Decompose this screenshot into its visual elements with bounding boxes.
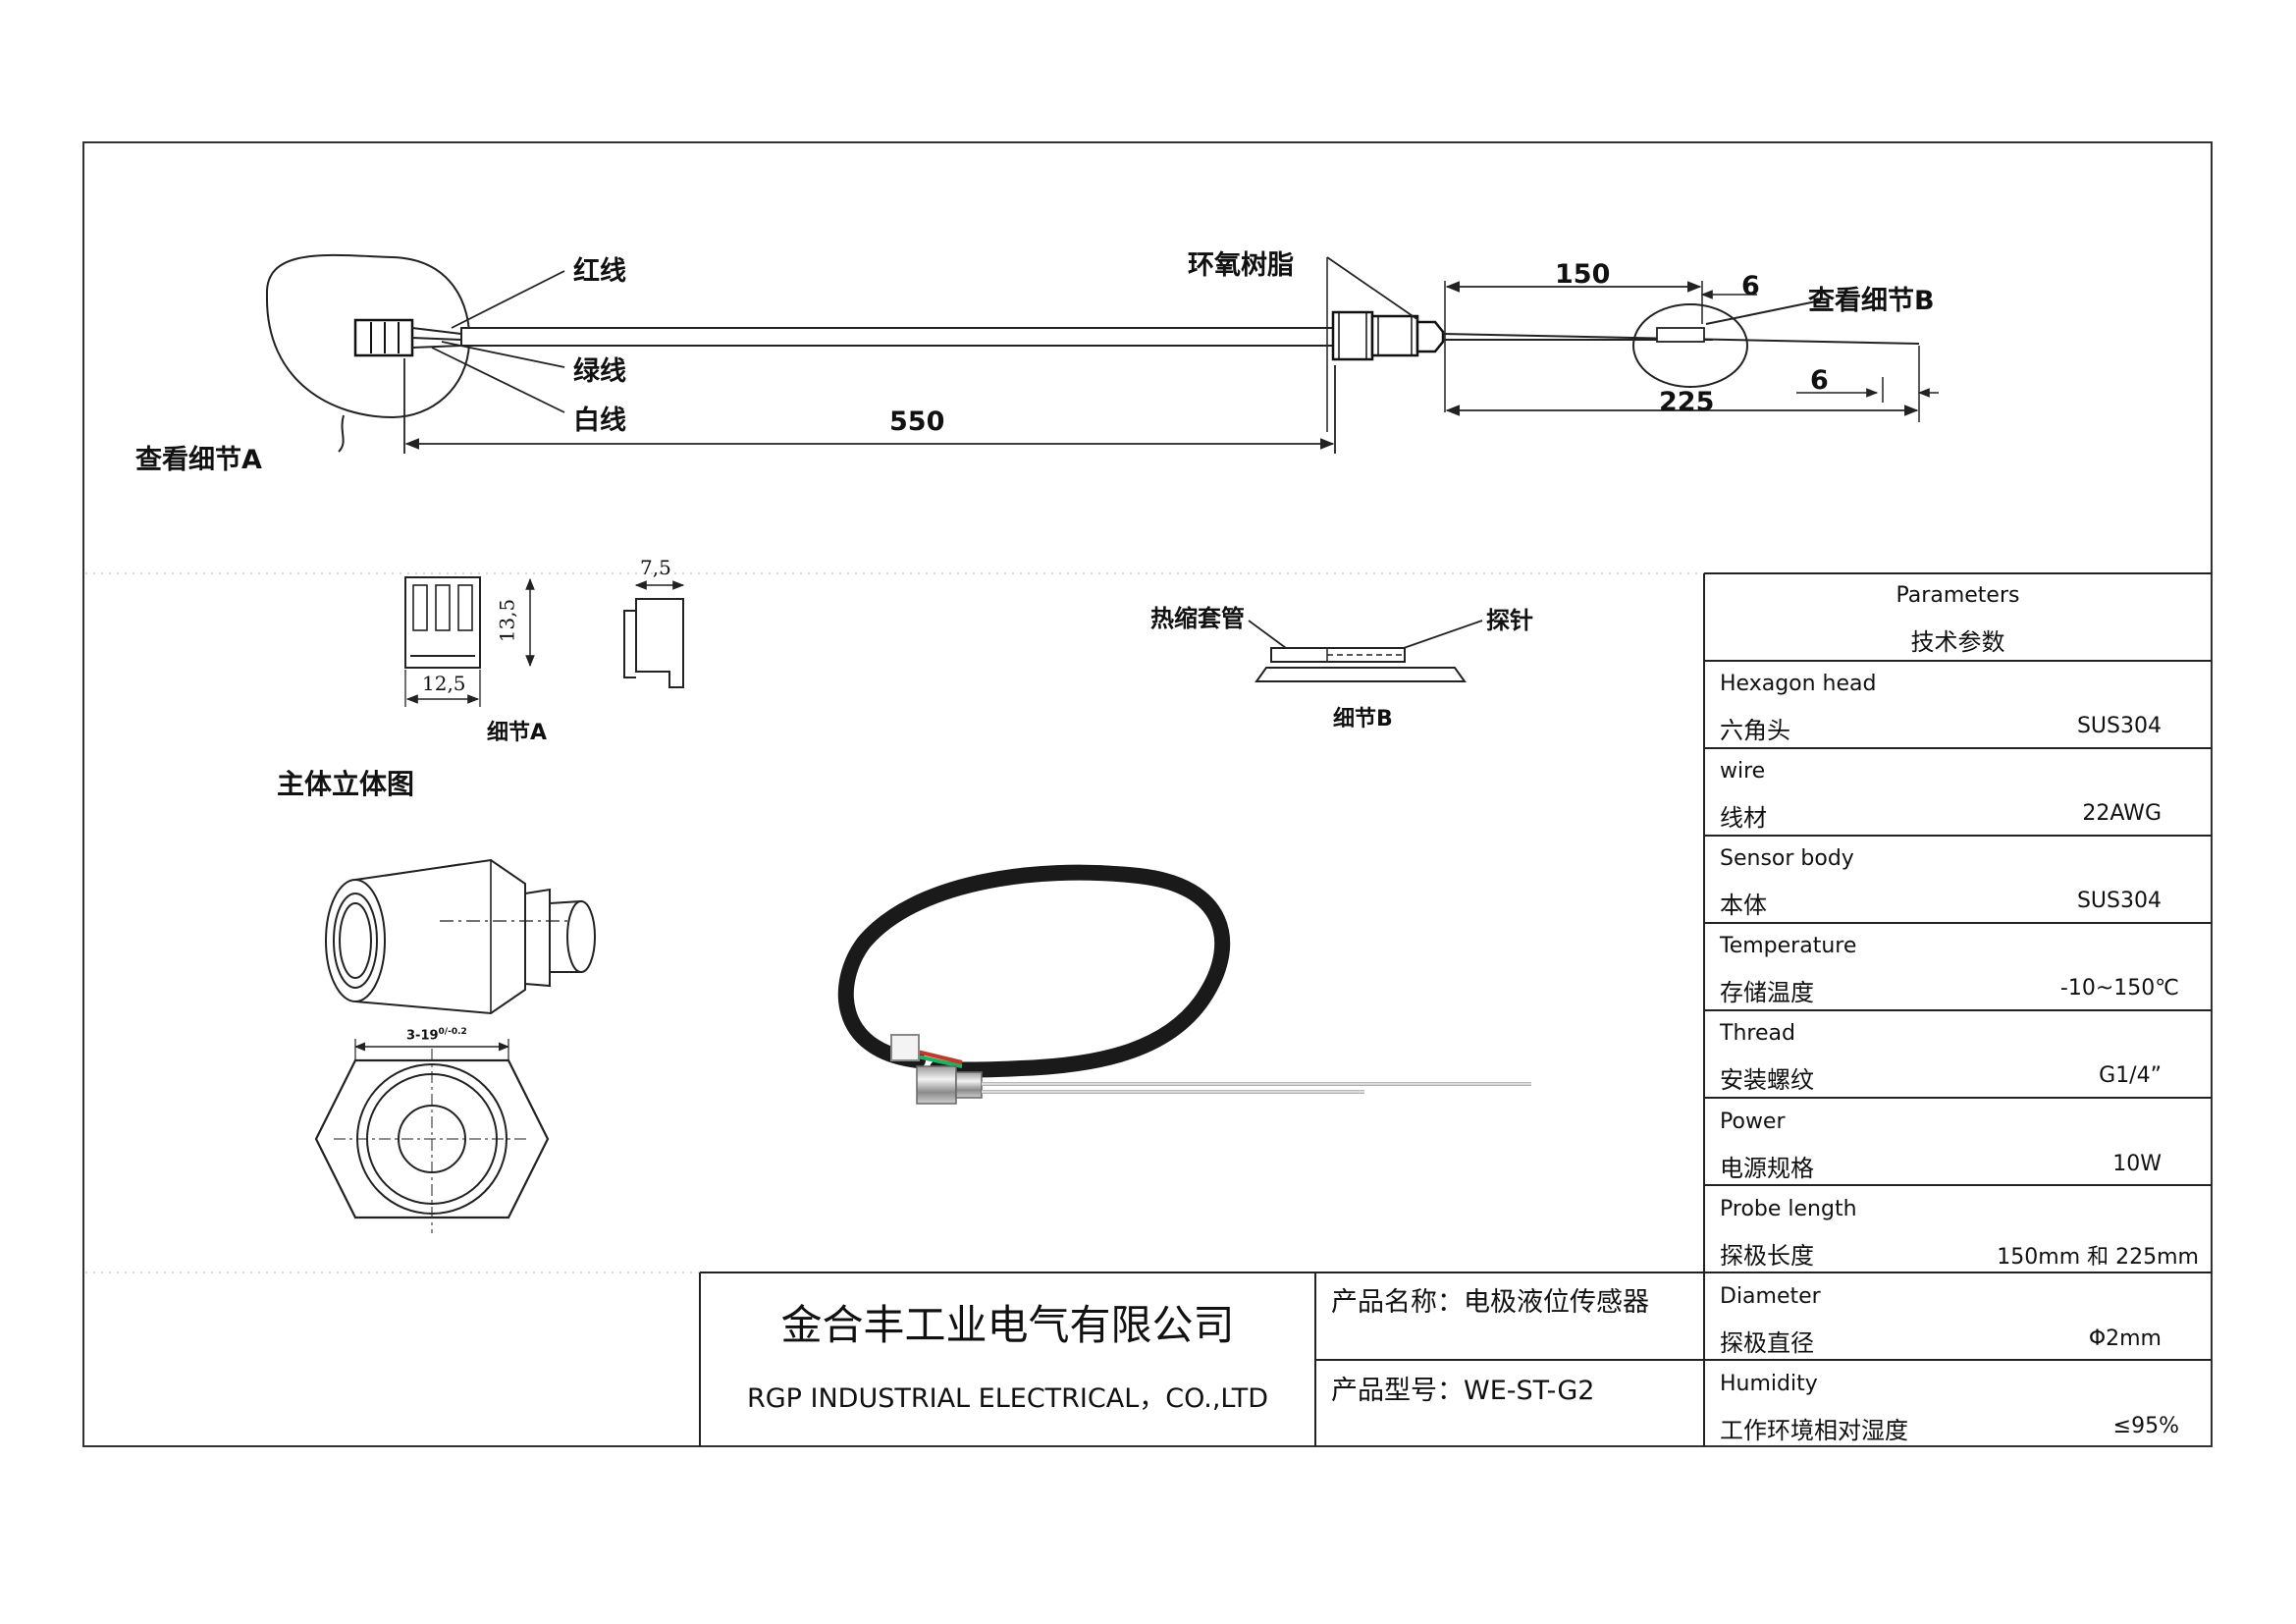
white-wire-leader: [431, 347, 565, 413]
dim-150-label: 150: [1555, 259, 1611, 290]
product-name: 产品名称：电极液位传感器: [1331, 1287, 1649, 1318]
probe-leader: [1403, 620, 1483, 649]
epoxy-label: 环氧树脂: [1188, 250, 1294, 281]
dim-550-label: 550: [889, 406, 945, 437]
param-value-diameter: Φ2mm: [2088, 1326, 2162, 1351]
param-cn-temperature: 存储温度: [1720, 979, 1814, 1006]
detail-b-ellipse: [1632, 303, 1748, 388]
photo-hex-fitting: [916, 1065, 957, 1105]
dim-13-5-label: 13,5: [495, 598, 519, 643]
epoxy-leader: [1326, 256, 1419, 321]
body-3d-hex: [354, 858, 526, 1015]
detail-b-sleeve: [1656, 327, 1705, 343]
param-value-humidity: ≤95%: [2112, 1414, 2179, 1438]
photo-thread: [955, 1071, 983, 1099]
detail-b-leader: [1705, 299, 1822, 325]
body-3d-face-inner: [339, 902, 372, 979]
connector-slot: [457, 584, 473, 631]
wires-fan: [411, 327, 462, 349]
param-value-thread: G1/4”: [2099, 1063, 2162, 1088]
photo-cable-loop: [837, 864, 1231, 1078]
body-3d-end: [566, 900, 596, 973]
param-en-wire: wire: [1720, 759, 1766, 784]
param-value-hexagon-head: SUS304: [2076, 714, 2162, 738]
param-value-probe-length: 150mm 和 225mm: [1997, 1245, 2199, 1270]
connector-slot: [435, 584, 451, 631]
param-en-probe-length: Probe length: [1720, 1197, 1857, 1221]
detail-a-leader: [338, 414, 345, 453]
param-cn-thread: 安装螺纹: [1720, 1066, 1814, 1094]
param-cn-sensor-body: 本体: [1720, 892, 1767, 919]
connector-slot: [412, 584, 428, 631]
photo-wires: [912, 1049, 963, 1064]
param-value-power: 10W: [2112, 1152, 2162, 1176]
hex-body: [1370, 314, 1419, 357]
detail-b-base: [1255, 667, 1467, 682]
hex-spec-main: 3-19: [406, 1028, 439, 1044]
red-wire-label: 红线: [573, 256, 626, 287]
detail-b-view-label: 查看细节B: [1808, 286, 1935, 316]
param-cn-humidity: 工作环境相对湿度: [1720, 1417, 1908, 1444]
product-photo: [837, 864, 1531, 1105]
hex-spec-label: 3-190/-0.2: [406, 1027, 467, 1043]
red-wire-leader: [451, 270, 565, 329]
dim-6-bottom-label: 6: [1810, 365, 1829, 396]
cable: [460, 327, 1336, 347]
params-table-grid: [1703, 572, 2212, 1446]
company-name-cn: 金合丰工业电气有限公司: [780, 1301, 1235, 1349]
title-block-grid: [699, 1272, 1704, 1446]
param-value-wire: 22AWG: [2082, 801, 2162, 826]
param-en-humidity: Humidity: [1720, 1372, 1818, 1396]
product-model: 产品型号：WE-ST-G2: [1331, 1376, 1595, 1406]
heat-shrink-leader: [1248, 620, 1287, 649]
param-cn-power: 电源规格: [1720, 1155, 1814, 1182]
param-en-sensor-body: Sensor body: [1720, 846, 1854, 871]
body-3d-face-inner: [333, 893, 378, 989]
thread-end: [1415, 320, 1445, 353]
photo-probe-long: [982, 1082, 1531, 1086]
param-cn-wire: 线材: [1720, 804, 1767, 832]
main-3d-view-label: 主体立体图: [277, 768, 415, 800]
connector-side-latch: [623, 610, 636, 678]
photo-probe-short: [982, 1090, 1364, 1094]
detail-a-view-label: 查看细节A: [135, 445, 262, 475]
green-wire-leader: [441, 341, 565, 368]
param-en-temperature: Temperature: [1720, 934, 1857, 958]
probe-label: 探针: [1486, 607, 1533, 634]
photo-wires: [912, 1054, 963, 1068]
param-cn-hexagon-head: 六角头: [1720, 717, 1790, 744]
param-en-hexagon-head: Hexagon head: [1720, 672, 1877, 696]
params-title-en: Parameters: [1896, 583, 2020, 608]
dim-12-5-label: 12,5: [422, 672, 466, 695]
body-3d-thread: [524, 888, 551, 988]
hex-spec-tol: 0/-0.2: [438, 1027, 467, 1037]
green-wire-label: 绿线: [573, 356, 626, 387]
connector-side-view: [635, 598, 684, 688]
company-name-en: RGP INDUSTRIAL ELECTRICAL，CO.,LTD: [746, 1383, 1269, 1414]
param-en-power: Power: [1720, 1110, 1786, 1134]
dim-6-top-label: 6: [1741, 271, 1760, 301]
white-wire-label: 白线: [573, 406, 626, 436]
param-cn-probe-length: 探极长度: [1720, 1242, 1814, 1270]
param-value-sensor-body: SUS304: [2076, 889, 2162, 913]
dim-7-5-label: 7,5: [640, 556, 671, 579]
param-cn-diameter: 探极直径: [1720, 1329, 1814, 1357]
params-title-cn: 技术参数: [1910, 628, 2005, 656]
body-3d-hex-edge: [384, 863, 462, 877]
param-en-diameter: Diameter: [1720, 1284, 1821, 1309]
heat-shrink-label: 热缩套管: [1150, 605, 1245, 632]
param-en-thread: Thread: [1720, 1021, 1795, 1046]
photo-connector: [890, 1034, 920, 1061]
detail-b-label: 细节B: [1333, 707, 1393, 731]
sheet-border: [82, 141, 2213, 1447]
param-value-temperature: -10~150℃: [2059, 976, 2179, 1001]
detail-a-label: 细节A: [487, 721, 548, 745]
dim-225-label: 225: [1659, 387, 1715, 417]
